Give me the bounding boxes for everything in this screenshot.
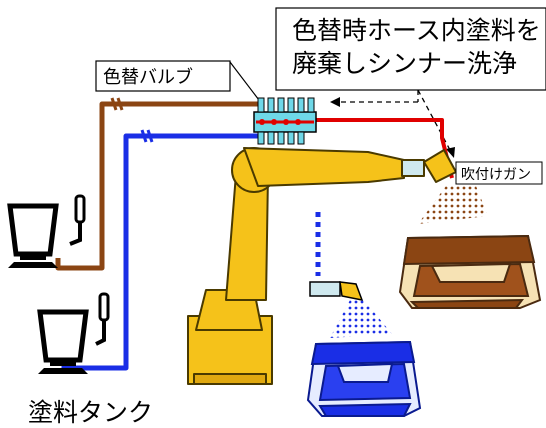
robot-base-plate <box>193 373 267 385</box>
color-change-valve-label: 色替バルブ <box>95 60 263 105</box>
color-change-valve <box>253 97 317 145</box>
hose-couplers <box>110 97 154 143</box>
spray-gun-label: 吹付けガン <box>455 161 543 185</box>
robot-upper-arm <box>243 147 405 187</box>
robot-lower-arm <box>225 173 269 301</box>
blue-spray-cone <box>330 300 392 338</box>
spray-gun-text: 吹付けガン <box>461 167 531 183</box>
flush-note-line2: 廃棄しシンナー洗浄 <box>292 49 517 78</box>
brown-paint-tank <box>7 194 86 268</box>
blue-painted-part <box>306 340 422 417</box>
painting-robot <box>187 147 457 385</box>
standby-spray-gun <box>309 281 364 302</box>
flush-flow-arrows <box>338 89 451 151</box>
flush-note-line1: 色替時ホース内塗料を <box>292 16 541 45</box>
robot-wrist <box>401 159 425 177</box>
flush-note-callout: 色替時ホース内塗料を 廃棄しシンナー洗浄 <box>275 7 546 91</box>
brown-spray-cone <box>418 186 488 224</box>
flow-arrowhead-gun <box>446 147 455 158</box>
brown-hose <box>55 101 260 271</box>
brown-painted-part <box>398 234 542 309</box>
paint-tank-label: 塗料タンク <box>28 398 153 427</box>
blue-paint-tank <box>37 292 110 374</box>
flow-arrowhead-left <box>330 97 340 107</box>
color-change-valve-text: 色替バルブ <box>103 66 193 88</box>
